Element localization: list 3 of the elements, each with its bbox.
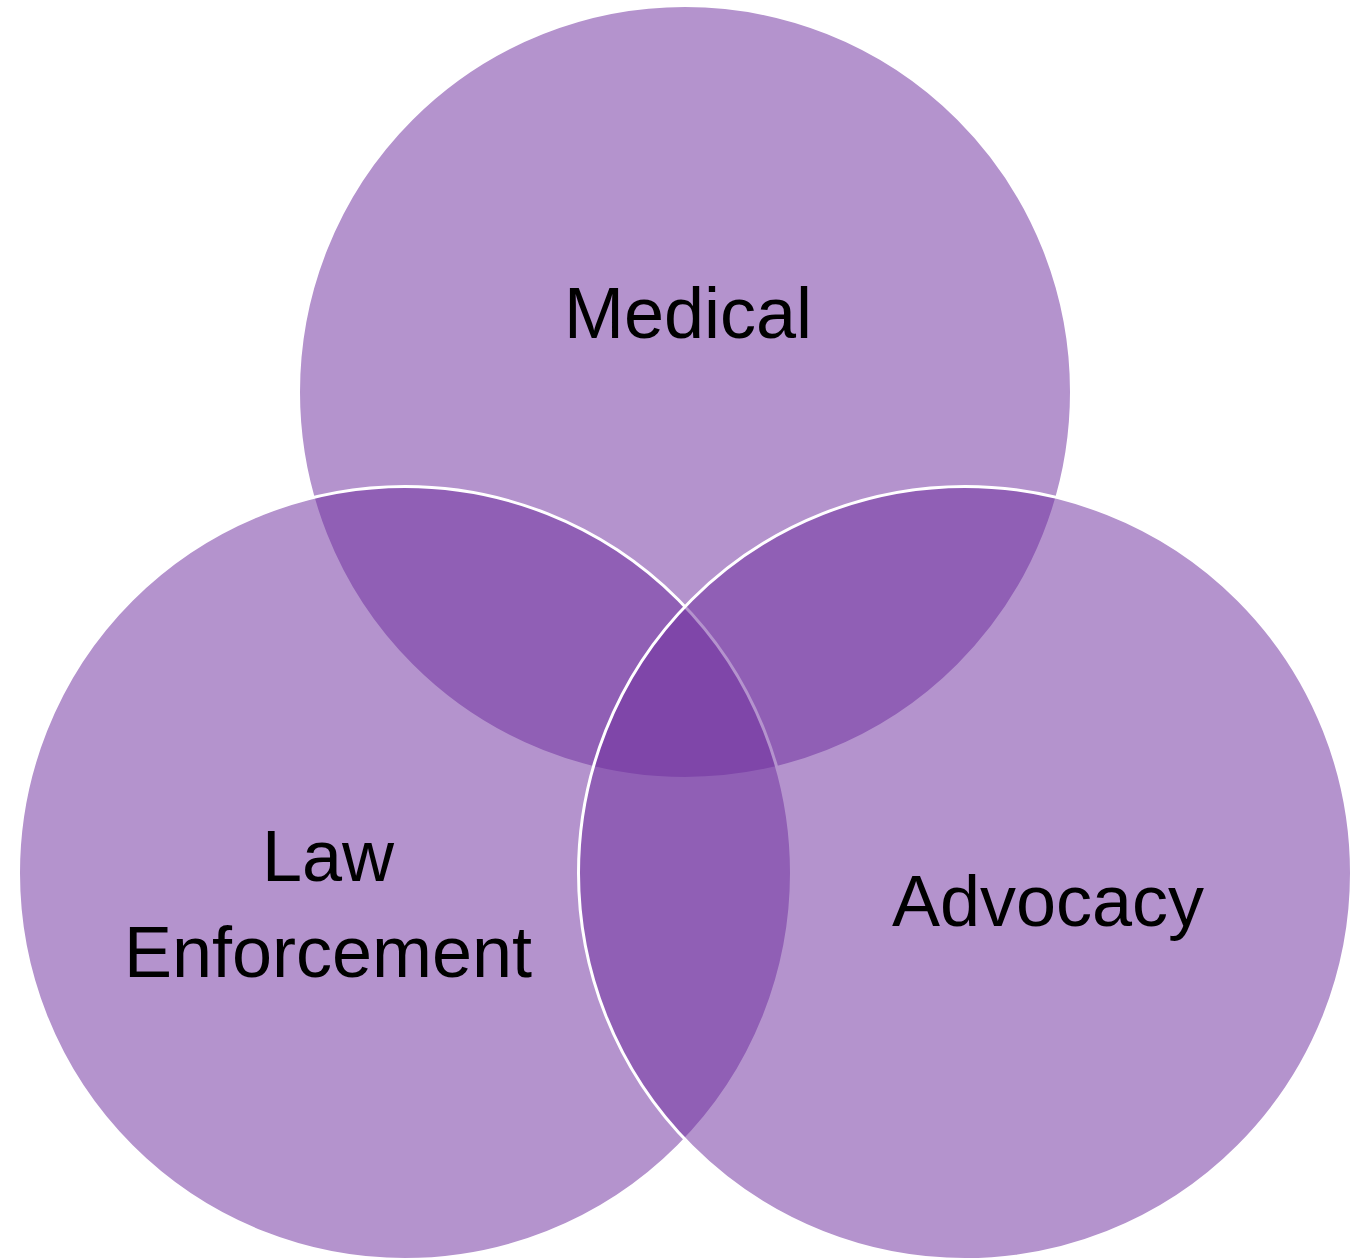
- circle-label: Advocacy: [890, 860, 1206, 943]
- circle-label: Law Enforcement: [122, 815, 534, 994]
- circle-label: Medical: [562, 272, 814, 355]
